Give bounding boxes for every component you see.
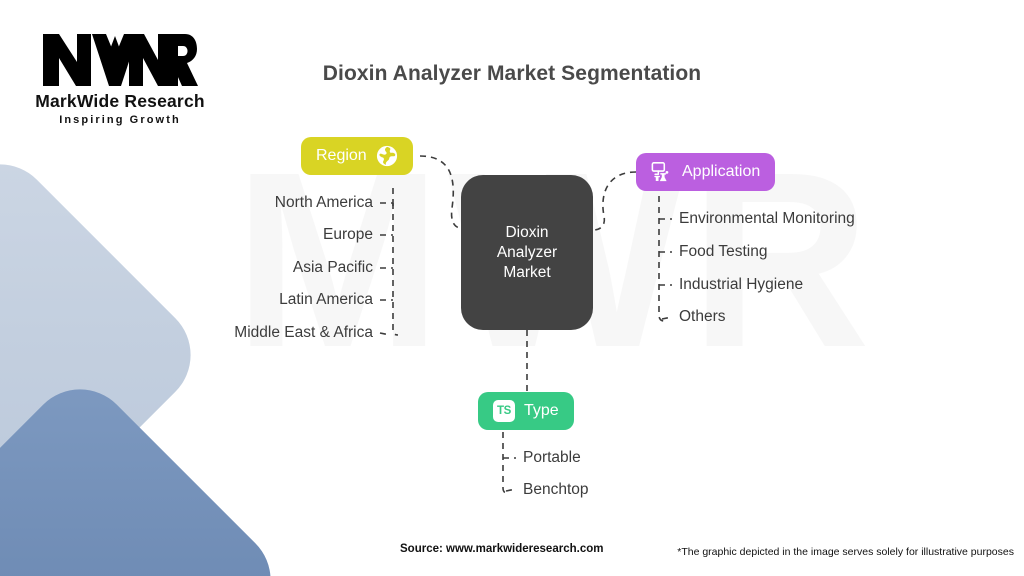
leaf-type-0[interactable]: Portable (523, 449, 581, 466)
logo-tagline: Inspiring Growth (59, 114, 181, 126)
branch-label-type: Type (524, 402, 559, 419)
branch-pill-region[interactable]: Region (301, 137, 413, 175)
leaf-application-3[interactable]: Others (679, 308, 726, 325)
leaf-application-1[interactable]: Food Testing (679, 243, 768, 260)
branch-pill-application[interactable]: Application (636, 153, 776, 191)
logo-company-name: MarkWide Research (35, 91, 205, 111)
stub-region-4 (379, 332, 391, 336)
ts-icon: TS (493, 400, 515, 422)
stub-type-1 (505, 488, 517, 492)
brand-logo: MarkWide Research Inspiring Growth (20, 28, 220, 126)
disclaimer-text: *The graphic depicted in the image serve… (677, 546, 1014, 558)
monitor-lab-icon (651, 162, 669, 182)
spine-application (658, 196, 665, 322)
connector-region-center (419, 155, 462, 229)
source-text[interactable]: Source: www.markwideresearch.com (400, 543, 604, 555)
stub-application-3 (661, 316, 673, 320)
branch-label-region: Region (316, 147, 367, 164)
leaf-region-3[interactable]: Latin America (279, 291, 373, 308)
page-title: Dioxin Analyzer Market Segmentation (322, 62, 702, 85)
connector-application-center (592, 171, 637, 231)
spine-region (392, 203, 399, 336)
center-node[interactable]: Dioxin Analyzer Market (461, 175, 593, 330)
leaf-application-2[interactable]: Industrial Hygiene (679, 276, 804, 293)
leaf-type-1[interactable]: Benchtop (523, 481, 589, 498)
branch-pill-type[interactable]: TS Type (478, 392, 574, 430)
leaf-region-2[interactable]: Asia Pacific (292, 259, 373, 276)
center-node-label: Dioxin Analyzer Market (496, 223, 558, 281)
globe-icon (376, 145, 397, 167)
leaf-region-4[interactable]: Middle East & Africa (234, 324, 373, 341)
mwr-logo-icon (43, 34, 198, 86)
leaf-region-1[interactable]: Europe (323, 226, 373, 243)
leaf-application-0[interactable]: Environmental Monitoring (679, 210, 855, 227)
leaf-region-0[interactable]: North America (274, 194, 373, 211)
spine-type (502, 432, 509, 494)
branch-label-application: Application (682, 163, 761, 180)
